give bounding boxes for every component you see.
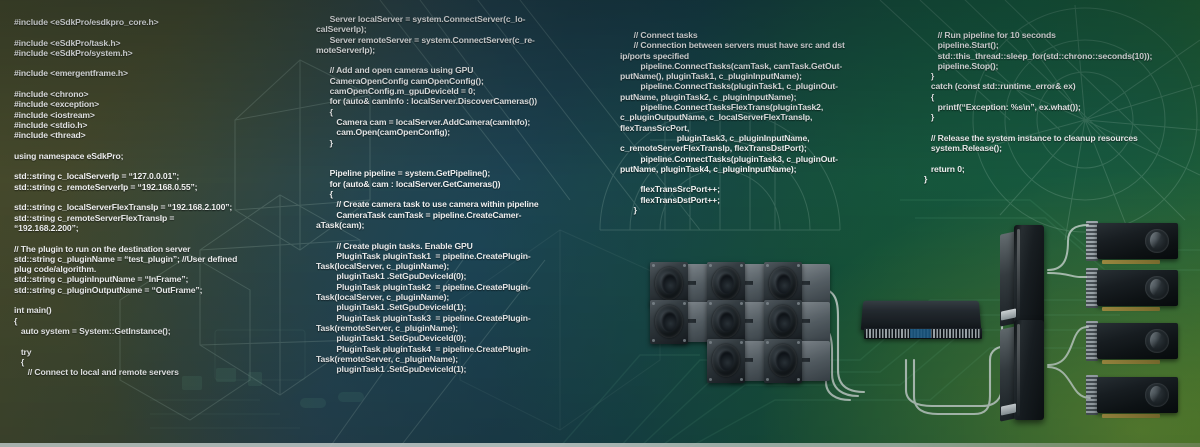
gpu-card-3 <box>1086 321 1178 365</box>
gpu-pcie-connector <box>1102 260 1160 264</box>
server-tower-2 <box>1000 320 1046 422</box>
server-front-panel <box>1014 320 1044 420</box>
gpu-shroud <box>1097 223 1178 259</box>
switch-uplink-ports <box>910 329 931 338</box>
camera-lens-icon <box>769 267 797 300</box>
gpu-fan-icon <box>1145 329 1169 353</box>
gpu-pcie-connector <box>1102 307 1160 311</box>
camera-lens-icon <box>655 305 683 338</box>
camera-lens-icon <box>769 305 797 338</box>
gpu-shroud <box>1097 323 1178 359</box>
switch-port-panel <box>864 328 982 339</box>
camera-5 <box>707 300 773 344</box>
server-front-panel <box>1014 225 1044 325</box>
gpu-card-4 <box>1086 375 1178 419</box>
gpu-card-2 <box>1086 268 1178 312</box>
server-tower-1 <box>1000 225 1046 327</box>
camera-1 <box>650 262 716 306</box>
gpu-shroud <box>1097 377 1178 413</box>
gpu-pcie-connector <box>1102 414 1160 418</box>
camera-lens-icon <box>712 267 740 300</box>
gpu-fan-icon <box>1145 276 1169 300</box>
gpu-io-bracket <box>1086 268 1098 308</box>
camera-lens-icon <box>655 267 683 300</box>
gpu-fan-icon <box>1145 383 1169 407</box>
camera-lens-icon <box>769 344 797 377</box>
code-column-run-and-cleanup: // Run pipeline for 10 seconds pipeline.… <box>924 30 1192 184</box>
gpu-fan-icon <box>1145 229 1169 253</box>
network-switch <box>860 300 986 346</box>
bottom-divider <box>0 443 1200 447</box>
gpu-card-1 <box>1086 221 1178 265</box>
code-column-includes-and-config: #include <eSdkPro/esdkpro_core.h> #inclu… <box>14 17 302 377</box>
gpu-shroud <box>1097 270 1178 306</box>
gpu-io-bracket <box>1086 221 1098 261</box>
camera-lens-icon <box>712 344 740 377</box>
camera-6 <box>764 300 830 344</box>
camera-lens-icon <box>712 305 740 338</box>
gpu-io-bracket <box>1086 321 1098 361</box>
camera-8 <box>764 339 830 383</box>
gpu-pcie-connector <box>1102 360 1160 364</box>
camera-front <box>650 262 688 306</box>
code-column-servers-cameras-tasks: Server localServer = system.ConnectServe… <box>316 14 606 374</box>
code-column-connect-tasks: // Connect tasks // Connection between s… <box>620 30 920 215</box>
